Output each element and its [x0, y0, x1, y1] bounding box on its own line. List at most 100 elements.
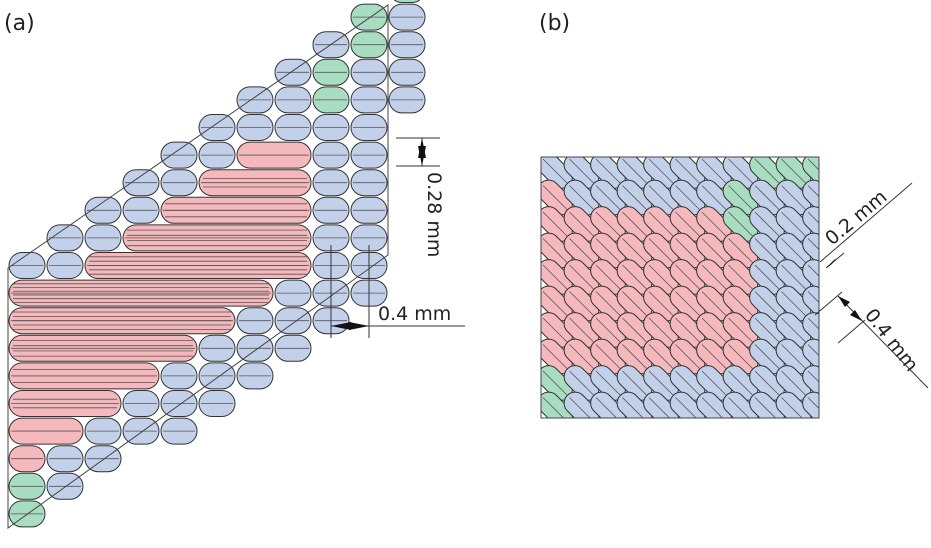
bead-centerline	[754, 344, 780, 369]
bead-centerline	[728, 264, 753, 290]
bead-centerline	[675, 317, 700, 343]
bead-centerline	[622, 158, 647, 184]
dim-0.4mm-b: 0.4 mm	[814, 291, 929, 389]
bead-centerline	[701, 291, 727, 316]
panel-b-outline	[540, 156, 820, 419]
bead-centerline	[754, 317, 780, 343]
bead-centerline	[781, 158, 806, 184]
bead-centerline	[569, 344, 594, 369]
bead-centerline	[807, 397, 819, 410]
bead-centerline	[542, 291, 568, 316]
bead-centerline	[569, 211, 594, 237]
bead-centerline	[728, 211, 753, 237]
bead-centerline	[781, 344, 806, 369]
bead-centerline	[807, 370, 819, 383]
bead-centerline	[728, 370, 753, 396]
dim-0.2mm: 0.2 mm	[819, 182, 913, 269]
bead-centerline	[595, 264, 621, 290]
bead-centerline	[595, 344, 621, 369]
bead-centerline	[622, 291, 647, 316]
bead-centerline	[781, 211, 806, 237]
bead-centerline	[569, 238, 594, 263]
dim-vertical-label: 0.28 mm	[423, 172, 445, 257]
bead-centerline	[781, 317, 806, 343]
bead-centerline	[569, 370, 594, 396]
bead-centerline	[542, 185, 568, 210]
bead-centerline	[675, 211, 700, 237]
bead-centerline	[754, 238, 780, 263]
bead-centerline	[754, 370, 780, 396]
bead-centerline	[542, 211, 568, 237]
bead-centerline	[701, 238, 727, 263]
panel-b-beads	[541, 157, 819, 418]
bead-centerline	[754, 185, 780, 210]
bead-centerline	[701, 344, 727, 369]
bead-centerline	[622, 344, 647, 369]
bead-centerline	[754, 264, 780, 290]
dim-upper-label: 0.2 mm	[821, 186, 891, 250]
bead-centerline	[622, 370, 647, 396]
bead-centerline	[622, 185, 647, 210]
bead-centerline	[648, 238, 674, 263]
bead-centerline	[701, 264, 727, 290]
dim-0.28mm: 0.28 mm	[396, 137, 445, 257]
dim-0.4mm-a: 0.4 mm	[330, 245, 465, 338]
bead-centerline	[781, 291, 806, 316]
bead-centerline	[754, 291, 780, 316]
bead-centerline	[807, 211, 819, 224]
bead-centerline	[595, 211, 621, 237]
bead-centerline	[701, 317, 727, 343]
bead-centerline	[569, 264, 594, 290]
bead-centerline	[542, 344, 568, 369]
bead-centerline	[675, 158, 700, 184]
bead-centerline	[569, 185, 594, 210]
bead-centerline	[648, 291, 674, 316]
panel-b: (b) 0.2 mm 0.4 mm	[539, 11, 929, 419]
bead-centerline	[701, 211, 727, 237]
bead-centerline	[701, 158, 727, 184]
bead-centerline	[781, 264, 806, 290]
bead-centerline	[595, 238, 621, 263]
panel-a-label: (a)	[4, 11, 35, 36]
panel-a-beads	[8, 0, 426, 528]
bead-centerline	[542, 264, 568, 290]
bead-centerline	[648, 317, 674, 343]
bead-centerline	[648, 158, 674, 184]
bead-centerline	[701, 370, 727, 396]
bead-centerline	[595, 317, 621, 343]
bead-centerline	[701, 185, 727, 210]
bead-centerline	[807, 158, 819, 171]
bead-centerline	[648, 211, 674, 237]
dim-horizontal-label: 0.4 mm	[378, 303, 451, 325]
bead-centerline	[648, 370, 674, 396]
bead-centerline	[807, 317, 819, 330]
bead-centerline	[542, 238, 568, 263]
bead-centerline	[728, 185, 753, 210]
bead-centerline	[728, 344, 753, 369]
bead-centerline	[781, 185, 806, 210]
bead-centerline	[595, 370, 621, 396]
bead-centerline	[728, 238, 753, 263]
bead-centerline	[675, 185, 700, 210]
bead-centerline	[728, 158, 753, 184]
bead-centerline	[648, 344, 674, 369]
bead-centerline	[542, 370, 568, 396]
bead-centerline	[807, 185, 819, 198]
bead-centerline	[807, 238, 819, 251]
bead-centerline	[675, 291, 700, 316]
panel-a: (a) 0.28 mm 0.4 mm	[4, 0, 465, 529]
bead-centerline	[781, 370, 806, 396]
bead-centerline	[675, 238, 700, 263]
bead-centerline	[807, 291, 819, 304]
bead-centerline	[675, 344, 700, 369]
bead-centerline	[754, 158, 780, 184]
bead-centerline	[622, 211, 647, 237]
bead-centerline	[569, 317, 594, 343]
bead-centerline	[622, 264, 647, 290]
bead-centerline	[675, 370, 700, 396]
bead-centerline	[595, 158, 621, 184]
bead-centerline	[807, 344, 819, 357]
bead-centerline	[595, 291, 621, 316]
bead-centerline	[648, 264, 674, 290]
